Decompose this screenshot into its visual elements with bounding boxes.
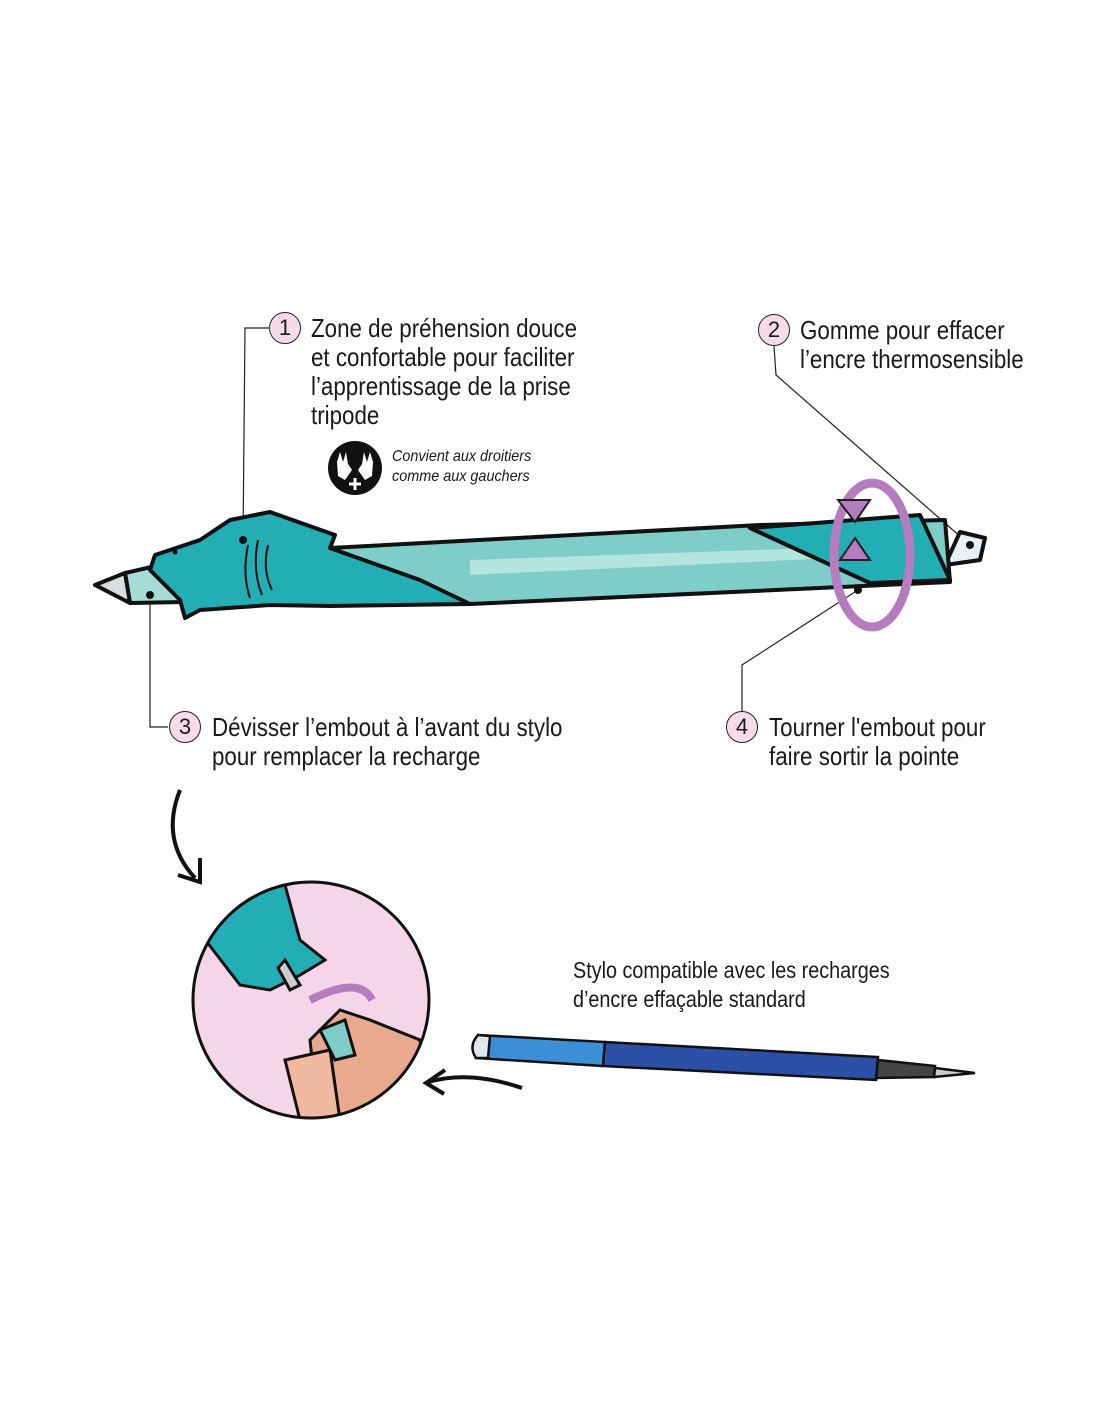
callout-text: Zone de préhension douce et confortable … (311, 314, 599, 430)
refill-caption: Stylo compatible avec les recharges d’en… (573, 956, 890, 1014)
shark-pen (93, 510, 987, 620)
refill-line: Stylo compatible avec les recharges (573, 957, 890, 983)
arrow-left-icon (427, 1075, 523, 1090)
callout-line: Zone de préhension douce (311, 313, 578, 343)
ink-refill (471, 1033, 976, 1082)
callout-text: Tourner l'embout pour faire sortir la po… (769, 713, 986, 771)
callout-line: Tourner l'embout pour (769, 712, 986, 742)
rotate-arrow-icon (829, 478, 915, 632)
callout-number: 2 (758, 314, 790, 346)
callout-line: tripode (311, 400, 380, 430)
callout-number: 3 (169, 711, 201, 743)
badge-line: Convient aux droitiers (392, 448, 532, 465)
refill-line: d’encre effaçable standard (573, 986, 806, 1012)
callout-line: Gomme pour effacer (800, 315, 1005, 345)
callout-line: Dévisser l’embout à l’avant du stylo (212, 712, 563, 742)
callout-text: Dévisser l’embout à l’avant du stylo pou… (212, 713, 562, 771)
callout-number: 4 (726, 711, 758, 743)
left-right-hands-icon (328, 441, 382, 495)
curved-arrow-down-icon (170, 789, 197, 880)
callout-number: 1 (269, 312, 301, 344)
callout-line: pour remplacer la recharge (212, 741, 481, 771)
callout-text: Gomme pour effacer l’encre thermosensibl… (800, 316, 1024, 374)
callout-line: faire sortir la pointe (769, 741, 960, 771)
callout-line: l’encre thermosensible (800, 344, 1024, 374)
callout-line: l’apprentissage de la prise (311, 371, 571, 401)
badge-line: comme aux gauchers (392, 468, 530, 485)
leader-lines (149, 327, 971, 728)
inset-unscrew-illustration (191, 880, 431, 1120)
callout-line: et confortable pour faciliter (311, 342, 575, 372)
handedness-badge-text: Convient aux droitiers comme aux gaucher… (392, 447, 531, 487)
